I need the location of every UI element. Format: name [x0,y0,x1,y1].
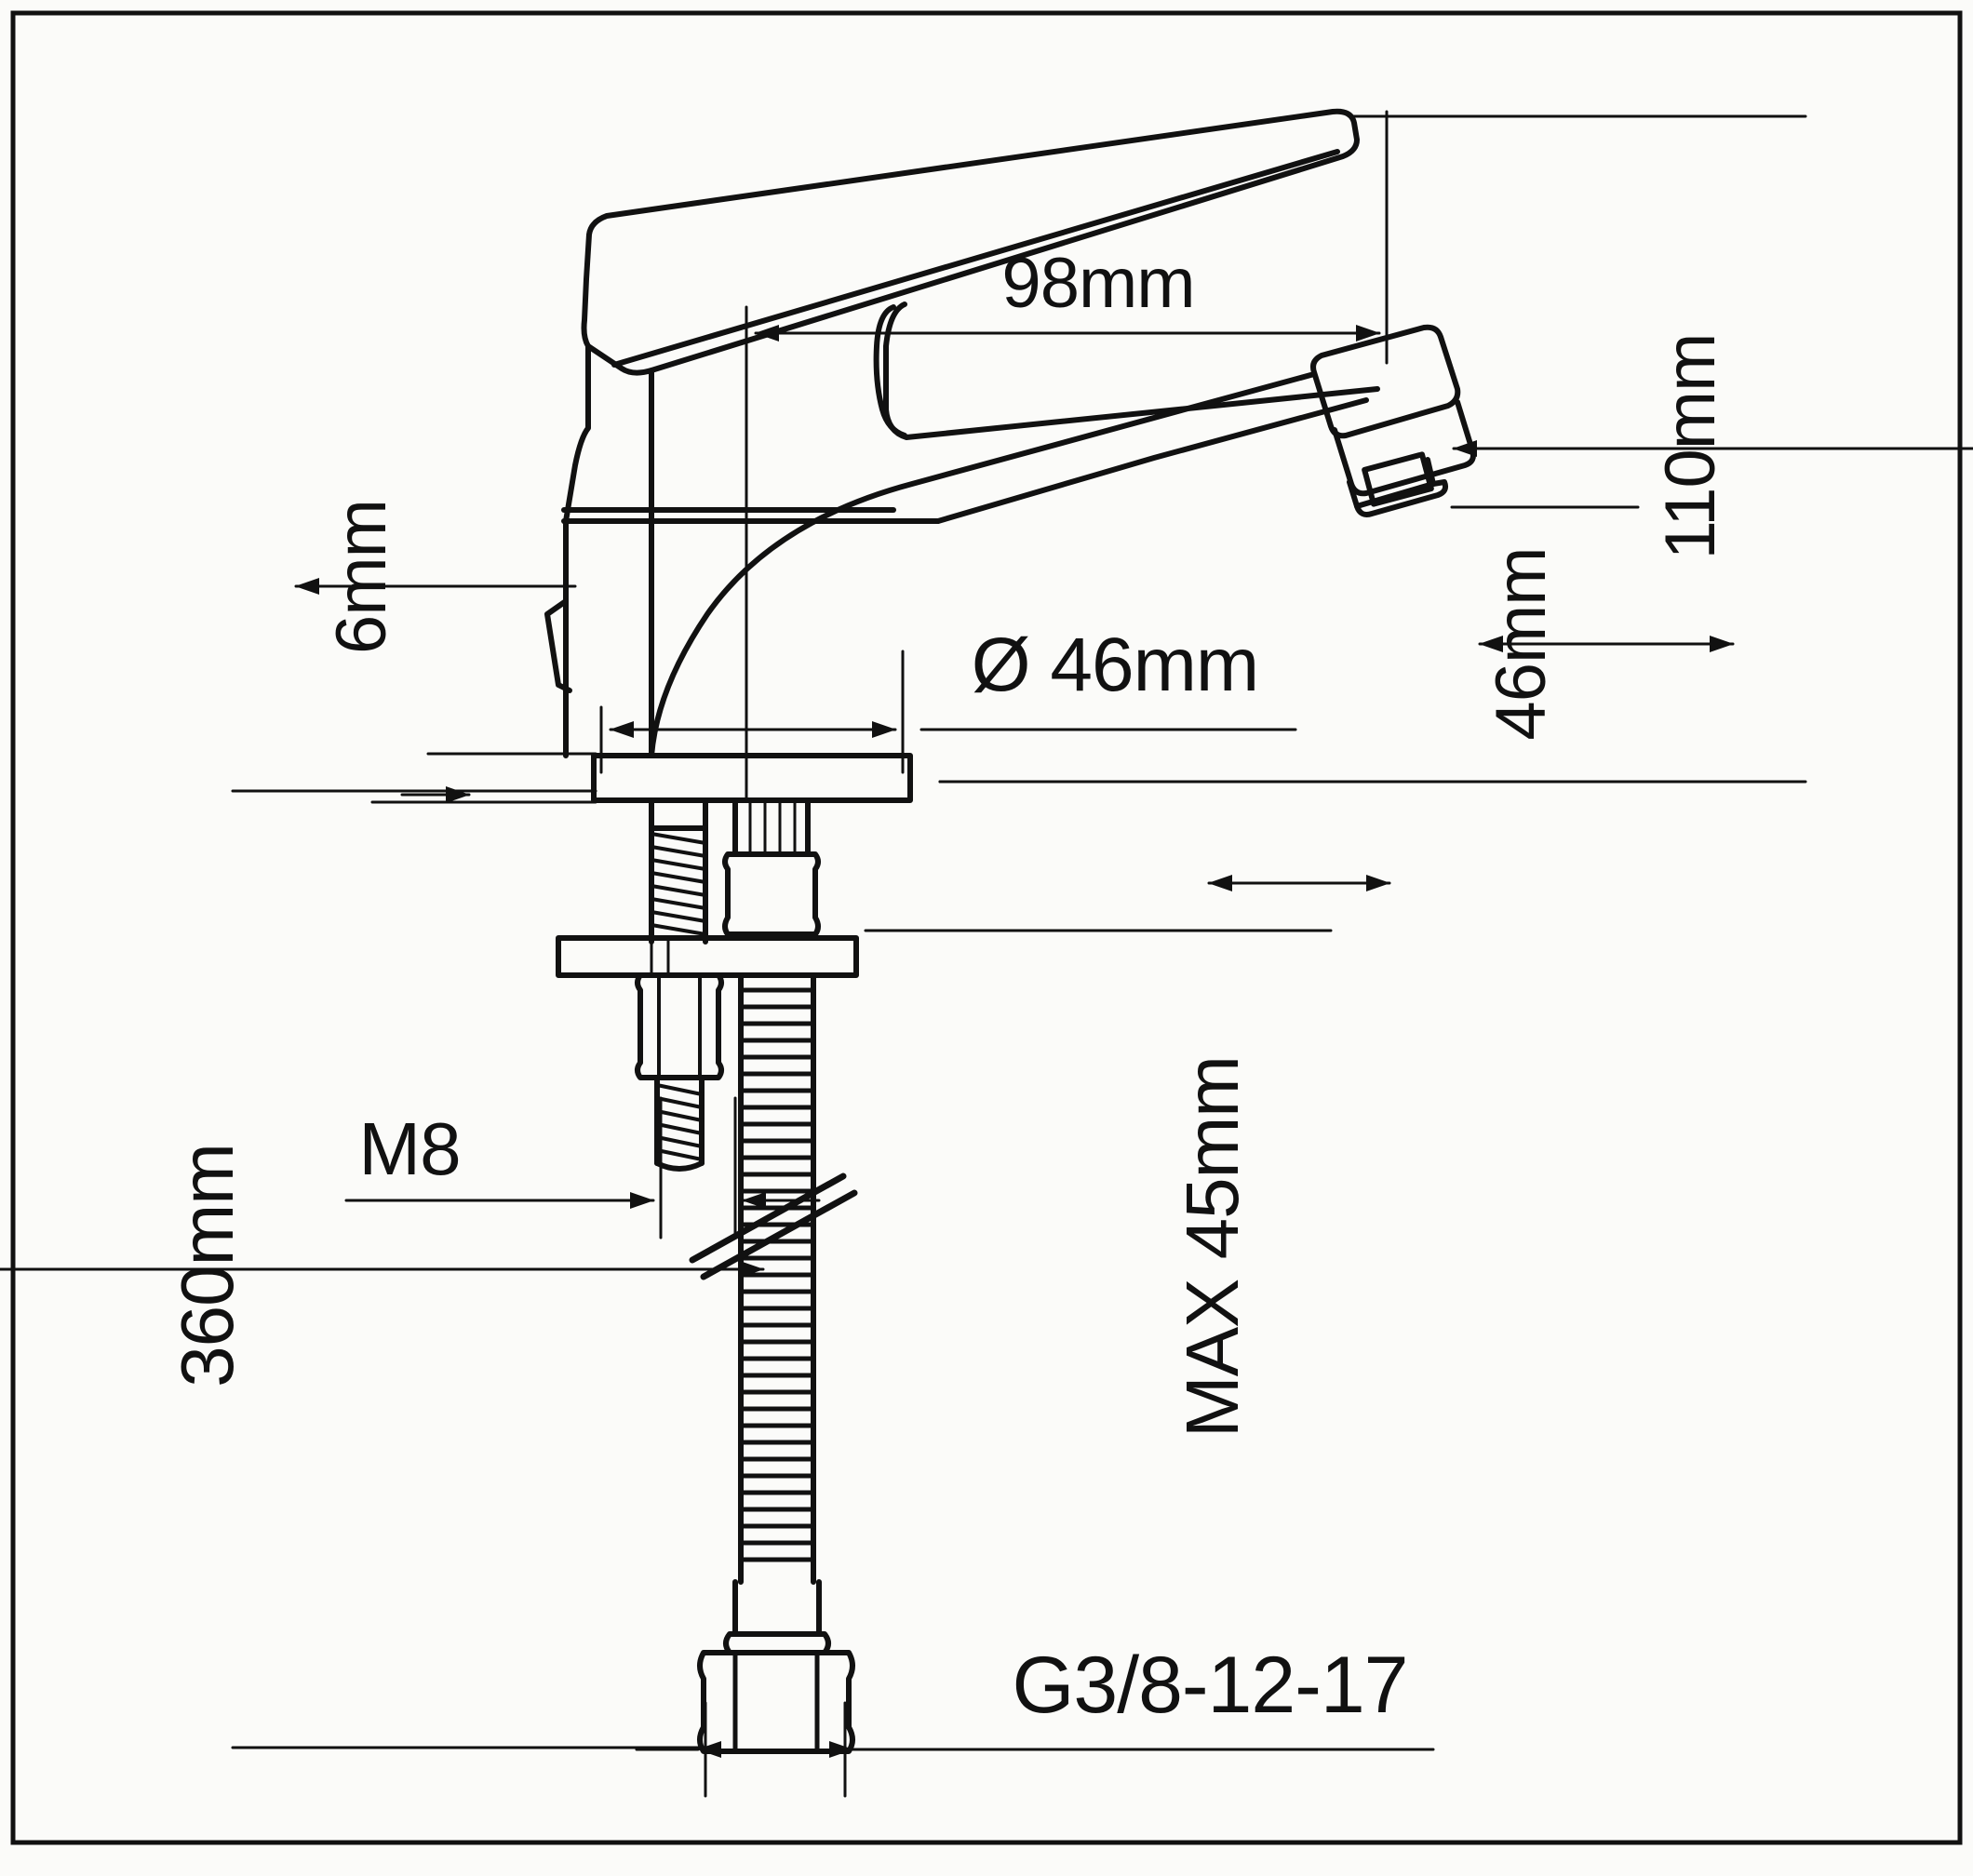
flex-hose-walls [738,972,816,1585]
dim-label-total-length: 360mm [166,1144,248,1387]
dim-label-base-diameter: Ø 46mm [972,623,1258,707]
aerator-outlet [1354,479,1449,517]
handle-body-lower [883,302,1380,440]
sheet-border [10,10,1963,1845]
dimension-lines [0,110,1973,1798]
hex-nut-facets [657,975,702,1078]
spout-upper-curve [649,371,1317,758]
hex-fixing-nut [635,972,724,1080]
dim-label-spout-height: 46mm [1482,547,1561,740]
faucet-body-outline [544,108,1476,1754]
washer-center-marks [650,936,670,977]
aerator-face [1362,451,1434,507]
body-left-wall [563,343,591,758]
dim-label-overall-height: 110mm [1651,334,1730,560]
dim-label-hose-thread: G3/8-12-17 [1012,1641,1407,1730]
aerator-ring [1347,457,1436,509]
g38-hex-facets [732,1652,820,1752]
stud-thread-lower [655,1083,704,1161]
dim-label-spout-reach: 98mm [1001,244,1194,323]
dim-label-max-counter-thickness: MAX 45mm [1171,1056,1254,1438]
body-left-tab [544,598,572,693]
flex-hose-corrugations [738,987,816,1562]
hose-coupling-nut [722,851,821,937]
dim-label-stud-thread: M8 [358,1107,460,1190]
spout-lower-curve [935,397,1369,524]
dimension-labels: 98mm 110mm 46mm Ø 46mm 6mm 360mm M8 MAX … [166,244,1730,1730]
lever-handle-edge [611,149,1340,368]
dim-label-base-thickness: 6mm [322,500,401,654]
hose-riser-ribs [748,798,797,856]
stud-thread-upper [650,832,707,936]
stud-shoulder [649,797,708,831]
